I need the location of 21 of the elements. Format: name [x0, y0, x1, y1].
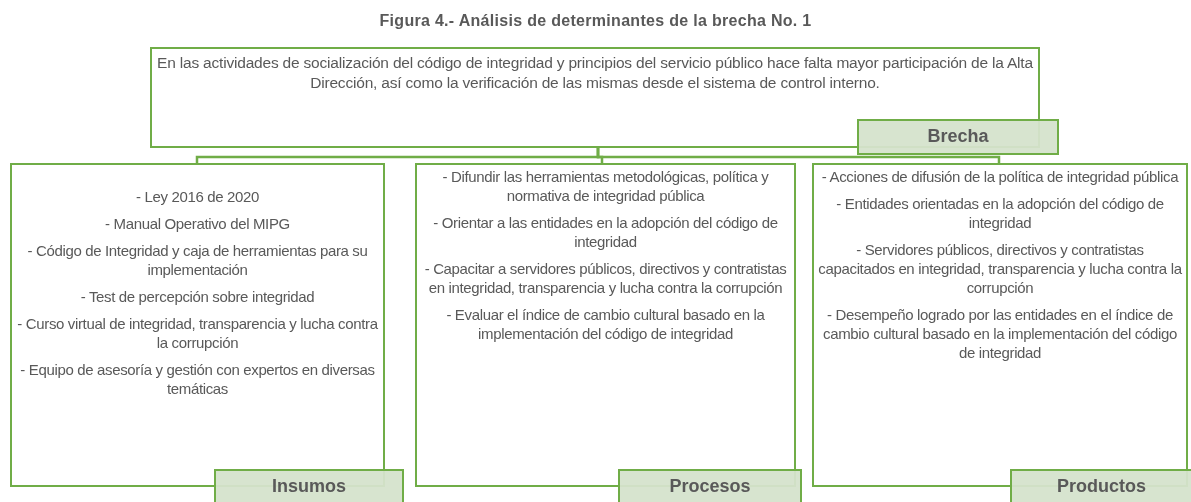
category-tag: Insumos — [214, 469, 404, 502]
connector-line — [596, 148, 1001, 163]
list-item: - Capacitar a servidores públicos, directivos y contratistas en integridad, transparencia y lucha contra la corrupción — [423, 259, 788, 297]
category-tag: Procesos — [618, 469, 802, 502]
list-item: - Manual Operativo del MIPG — [105, 214, 290, 233]
list-item: - Curso virtual de integridad, transparencia y lucha contra la corrupción — [16, 314, 379, 352]
category-tag: Brecha — [857, 119, 1059, 155]
list-item: - Equipo de asesoría y gestión con expertos en diversas temáticas — [19, 360, 376, 398]
list-item: - Test de percepción sobre integridad — [80, 287, 315, 306]
list-item: - Difundir las herramientas metodológicas, política y normativa de integridad pública — [441, 167, 770, 205]
list-item: - Orientar a las entidades en la adopción del código de integridad — [432, 213, 779, 251]
list-item: - Evaluar el índice de cambio cultural basado en la implementación del código de integridad — [445, 305, 766, 343]
list-item: - Desempeño logrado por las entidades en el índice de cambio cultural basado en la implementación del código de integridad — [822, 305, 1178, 362]
gap-description: En las actividades de socialización del código de integridad y principios del servicio público hace falta mayor participación de la Alta Dirección, así como la verificación de las mismas desde el sistema de control interno. — [156, 53, 1034, 93]
figure-title: Figura 4.- Análisis de determinantes de la brecha No. 1 — [378, 11, 813, 31]
category-tag: Productos — [1010, 469, 1191, 502]
list-item: - Servidores públicos, directivos y contratistas capacitados en integridad, transparencia y lucha contra la corrupción — [818, 240, 1182, 297]
list-item: - Ley 2016 de 2020 — [136, 187, 259, 206]
list-item: - Código de Integridad y caja de herramientas para su implementación — [26, 241, 369, 279]
list-item: - Entidades orientadas en la adopción del código de integridad — [835, 194, 1165, 232]
list-item: - Acciones de difusión de la política de integridad pública — [821, 167, 1179, 186]
